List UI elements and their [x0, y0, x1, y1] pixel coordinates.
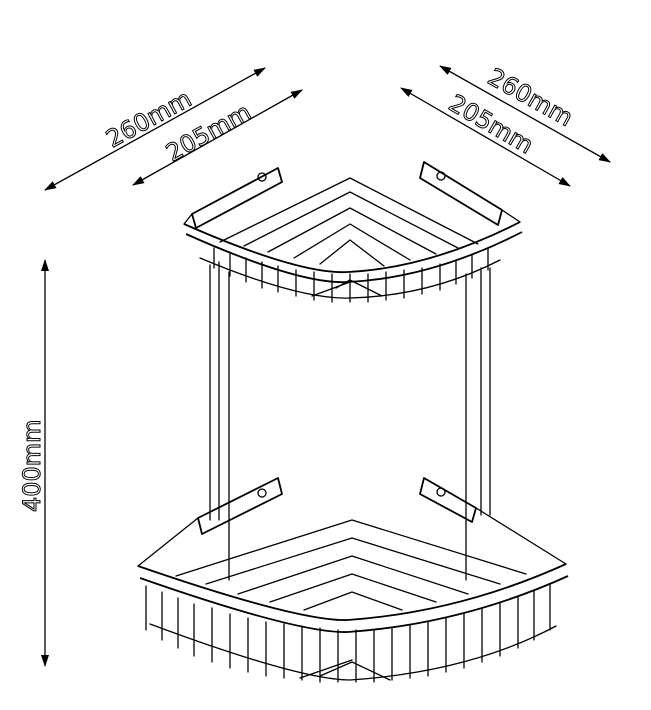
upper-chevron-1: [219, 177, 479, 245]
lower-chevron-4: [269, 573, 437, 603]
lower-chevron-1: [175, 519, 527, 577]
upper-rim-inner: [185, 231, 523, 284]
upper-chevron-4: [293, 223, 411, 261]
lower-chevron-3: [237, 555, 469, 595]
upper-rim-outer: [183, 221, 521, 274]
lower-front-chevron: [299, 659, 391, 681]
upper-rim-ends: [183, 209, 521, 225]
support-rods: [209, 261, 491, 581]
back-rods: [228, 271, 467, 581]
lower-chevron-5: [303, 591, 403, 611]
upper-chevron-3: [267, 207, 437, 255]
right-rod: [480, 267, 491, 516]
lower-bracket-right-hole: [436, 487, 446, 497]
upper-bracket-left-hole: [257, 172, 267, 182]
upper-chevron-5: [319, 239, 385, 267]
lower-bracket-left: [197, 477, 283, 535]
lower-rim-inner: [139, 575, 569, 633]
lower-bracket-right: [419, 477, 477, 523]
upper-bracket-left: [191, 167, 283, 229]
upper-bracket-right: [419, 161, 503, 226]
upper-bracket-right-hole: [436, 171, 446, 181]
upper-front-chevron: [311, 279, 383, 297]
upper-side-wires: [213, 247, 489, 303]
left-rod: [209, 261, 220, 521]
lower-basket: [137, 477, 569, 683]
dim-label-height: 400mm: [18, 419, 46, 512]
lower-chevron-2: [205, 537, 501, 585]
lower-rim-outer: [137, 563, 567, 621]
dimension-height: 400mm: [18, 259, 49, 667]
upper-chevron-2: [243, 191, 459, 249]
lower-bracket-left-hole: [257, 488, 267, 498]
lower-tray-bottom: [149, 623, 557, 681]
lower-side-wires: [145, 583, 551, 683]
upper-basket: [183, 161, 523, 303]
lower-rim-ends: [137, 507, 567, 567]
dim-line-right-inner: [400, 87, 571, 187]
dim-line-left-inner: [132, 89, 303, 186]
